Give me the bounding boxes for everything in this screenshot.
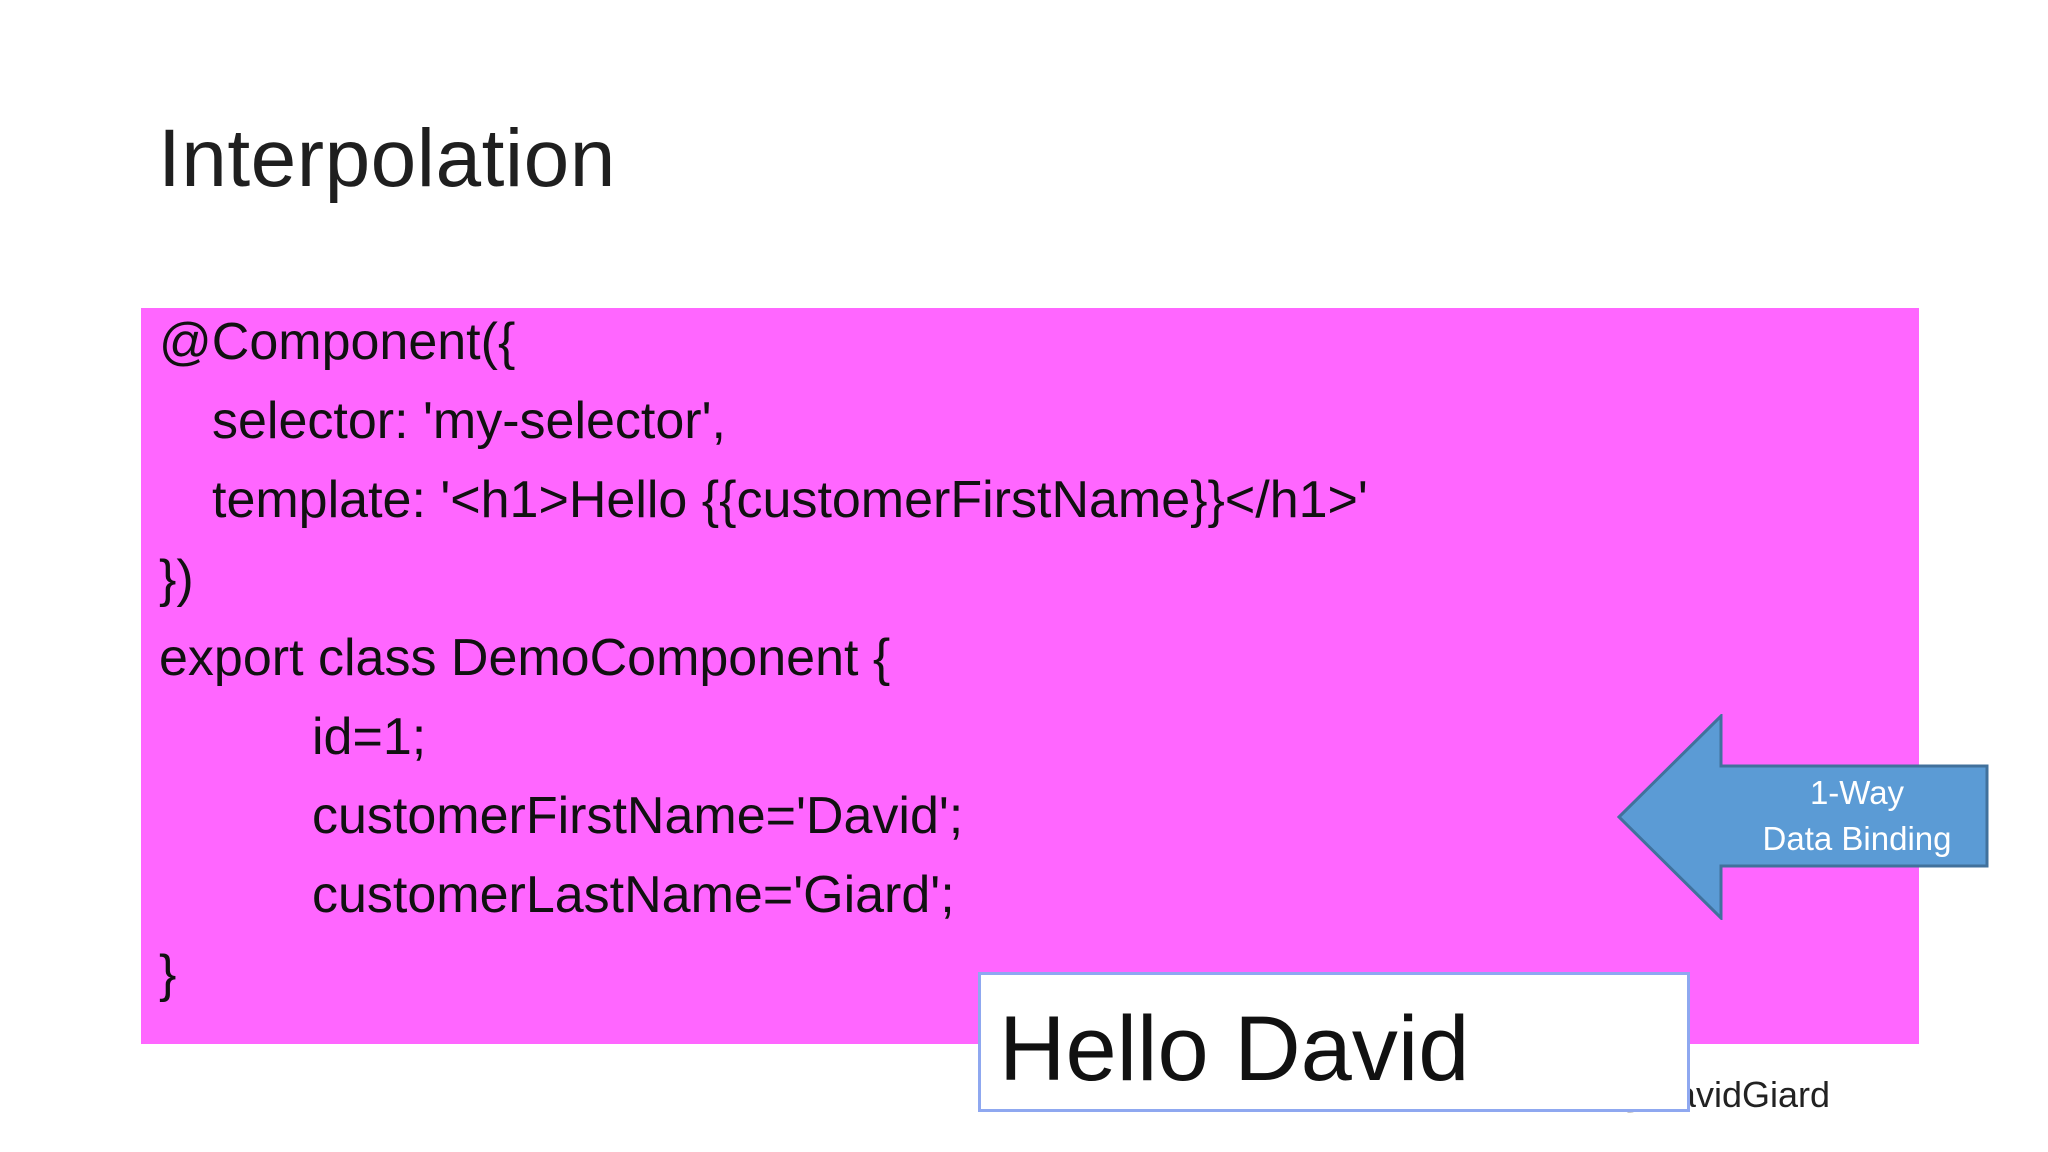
data-binding-callout: 1-Way Data Binding	[1617, 714, 1991, 920]
code-line: customerLastName='Giard';	[312, 866, 955, 924]
code-line: })	[159, 550, 194, 608]
code-line: template: '<h1>Hello {{customerFirstName…	[212, 471, 1368, 529]
rendered-output-text: Hello David	[999, 998, 1470, 1100]
callout-label: 1-Way Data Binding	[1727, 770, 1987, 862]
code-line: @Component({	[159, 313, 516, 371]
callout-line-2: Data Binding	[1762, 820, 1952, 857]
code-block: @Component({ selector: 'my-selector', te…	[141, 308, 1989, 1044]
code-line: export class DemoComponent {	[159, 629, 891, 687]
slide-title: Interpolation	[158, 113, 616, 204]
code-line: }	[159, 945, 177, 1003]
code-line: selector: 'my-selector',	[212, 392, 726, 450]
callout-line-1: 1-Way	[1809, 774, 1905, 811]
left-arrow-icon	[1617, 714, 1989, 920]
rendered-output-box: Hello David	[978, 972, 1690, 1112]
code-line: customerFirstName='David';	[312, 787, 964, 845]
code-line: id=1;	[312, 708, 427, 766]
